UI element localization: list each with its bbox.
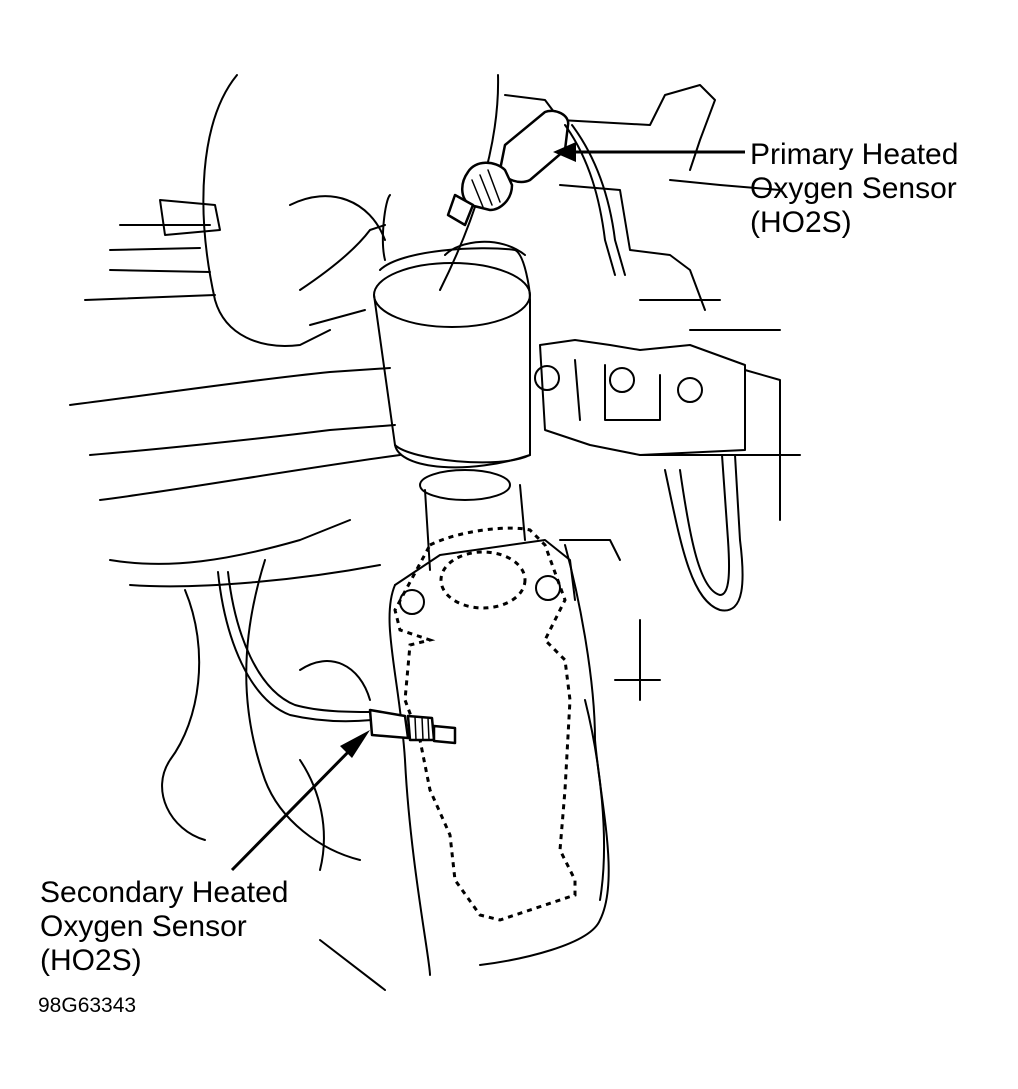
primary-label-line2: Oxygen Sensor: [750, 172, 957, 205]
figure-id: 98G63343: [38, 994, 137, 1017]
secondary-label-line3: (HO2S): [40, 944, 142, 977]
bracket-bolt-hole: [534, 365, 560, 391]
mounting-bracket: [534, 339, 746, 612]
secondary-label-line2: Oxygen Sensor: [40, 910, 247, 943]
bracket-bolt-hole: [677, 377, 703, 403]
bracket-bolt-hole: [609, 367, 635, 393]
pipe-joint: [419, 469, 511, 501]
leader-lines: [230, 142, 745, 872]
primary-sensor-label: Primary Heated Oxygen Sensor (HO2S): [750, 138, 958, 240]
primary-arrowhead-icon: [553, 142, 576, 162]
secondary-label-line1: Secondary Heated: [40, 876, 289, 909]
secondary-sensor-label: Secondary Heated Oxygen Sensor (HO2S): [40, 876, 289, 978]
catalytic-converter: [388, 526, 610, 976]
secondary-arrowhead-icon: [340, 730, 370, 758]
hidden-outlet-dashed: [439, 550, 527, 610]
primary-sensor: [446, 109, 626, 276]
flange-bolt-hole: [535, 575, 561, 601]
converter-inlet: [373, 262, 531, 328]
secondary-leader-line: [230, 740, 360, 872]
primary-label-line1: Primary Heated: [750, 138, 959, 171]
engine-bay-outlines: [69, 74, 801, 991]
primary-label-line3: (HO2S): [750, 206, 852, 239]
exhaust-pipe: [289, 194, 531, 571]
secondary-sensor: [217, 571, 457, 745]
